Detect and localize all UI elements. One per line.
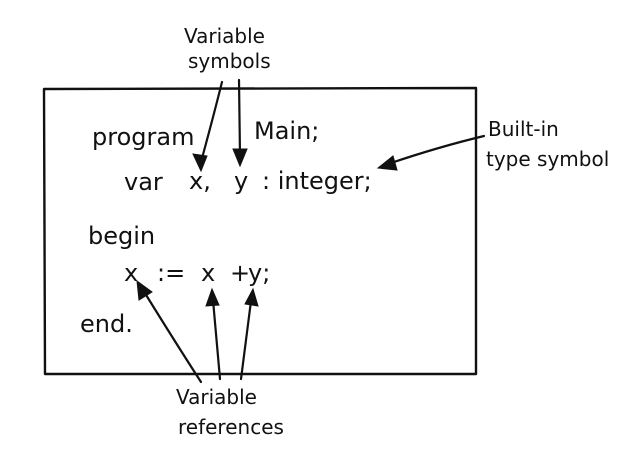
- arrowhead-ref-y: [244, 287, 259, 307]
- arrow-to-ref-x-target: [141, 288, 203, 384]
- arrowhead-ref-x-target: [136, 279, 153, 301]
- variable-references-label-line2: references: [178, 415, 284, 439]
- arrow-to-var-x: [199, 80, 224, 164]
- arrowhead-var-x: [192, 153, 208, 173]
- code-end-keyword: end.: [80, 310, 133, 338]
- code-assign-x-ref: x: [201, 259, 215, 287]
- arrow-to-integer-type: [386, 134, 486, 166]
- variable-symbols-label-line1: Variable: [184, 24, 265, 48]
- code-assign-target-x: x: [124, 259, 138, 287]
- builtin-type-label-line1: Built-in: [488, 117, 559, 141]
- code-program-keyword: program: [92, 123, 194, 151]
- code-program-name: Main;: [254, 117, 319, 145]
- builtin-type-label-line2: type symbol: [486, 147, 609, 171]
- code-assign-y-ref: y;: [248, 259, 270, 287]
- code-var-keyword: var: [124, 168, 163, 196]
- program-box: [42, 86, 478, 376]
- variable-references-label-line1: Variable: [176, 385, 257, 409]
- code-begin-keyword: begin: [88, 222, 155, 250]
- arrowhead-var-y: [232, 148, 248, 168]
- code-assign-plus: +: [230, 259, 250, 287]
- arrow-to-ref-y: [239, 299, 253, 381]
- code-assign-operator: :=: [157, 259, 185, 287]
- arrow-to-var-y: [237, 78, 242, 158]
- arrowhead-ref-x: [205, 287, 220, 307]
- code-var-y: y: [234, 167, 248, 195]
- code-var-x: x,: [189, 167, 211, 195]
- variable-symbols-label-line2: symbols: [188, 49, 271, 73]
- arrowhead-integer-type: [376, 155, 398, 171]
- arrow-to-ref-x: [211, 298, 222, 381]
- code-var-type: : integer;: [262, 167, 372, 195]
